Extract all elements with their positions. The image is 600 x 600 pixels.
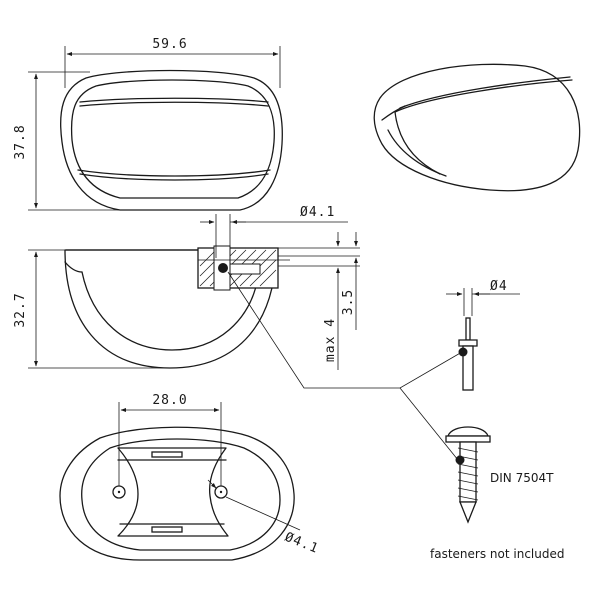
detail-section: Ø4.1 max 4 3.5: [197, 205, 463, 461]
rivet-marker: [218, 263, 228, 273]
dim-depth-step: 3.5: [341, 289, 356, 315]
top-view: 59.6 37.8: [13, 37, 283, 211]
rivet: Ø4: [446, 279, 520, 391]
dim-rivet: Ø4: [490, 279, 508, 294]
note-fasteners: fasteners not included: [430, 547, 564, 561]
dim-top-height: 37.8: [13, 124, 28, 159]
base-view: 28.0 Ø4.1: [59, 393, 321, 561]
screw: DIN 7504T: [445, 426, 554, 524]
dim-side-height: 32.7: [13, 292, 28, 327]
dim-depth-max: max 4: [323, 318, 338, 362]
screw-label: DIN 7504T: [490, 471, 554, 485]
dim-base-hole: Ø4.1: [283, 530, 321, 557]
dim-base-spacing: 28.0: [152, 393, 187, 408]
dim-hole-top: Ø4.1: [300, 205, 335, 220]
dim-top-width: 59.6: [152, 37, 187, 52]
perspective-view: [373, 63, 581, 192]
